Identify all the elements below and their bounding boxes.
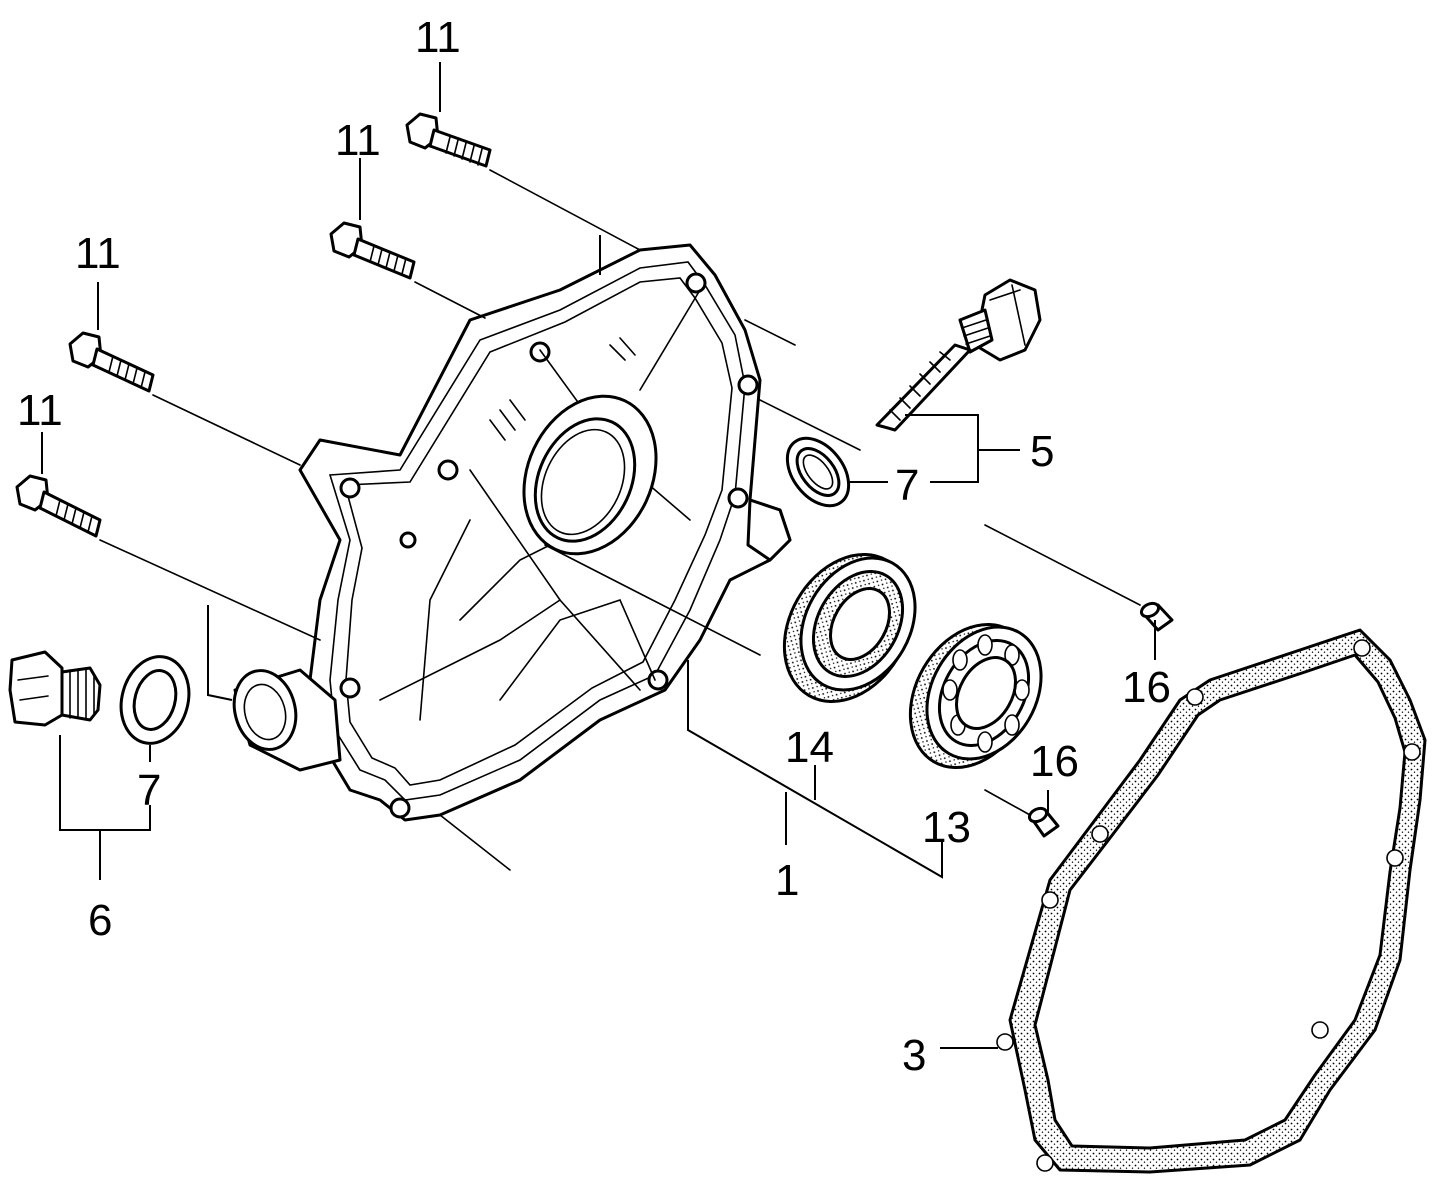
callout-3: 3: [902, 1031, 926, 1080]
callout-labels: 11 11 11 11 5 7 16 14 16 13 1 7 6 3: [17, 13, 1171, 1080]
oil-seal: [782, 552, 917, 704]
flange-bolt: [405, 112, 492, 168]
flange-bolt: [68, 331, 155, 393]
oil-dipstick: [875, 278, 1042, 432]
callout-16: 16: [1030, 737, 1079, 786]
dowel-pin: [1139, 601, 1174, 632]
flange-bolts: [15, 112, 492, 538]
callout-14: 14: [785, 723, 834, 772]
crankcase-cover: [232, 243, 792, 822]
callout-11: 11: [75, 229, 121, 278]
callout-1: 1: [775, 856, 799, 905]
cover-gasket: [996, 628, 1427, 1174]
callout-7: 7: [895, 461, 919, 510]
ball-bearing: [908, 622, 1043, 770]
callout-13: 13: [922, 803, 971, 852]
o-ring-filler: [785, 436, 851, 508]
flange-bolt: [329, 221, 416, 280]
callout-11: 11: [335, 116, 381, 165]
dowel-pin: [1027, 806, 1060, 838]
callout-7: 7: [137, 766, 161, 815]
callout-6: 6: [88, 896, 112, 945]
callout-11: 11: [17, 386, 63, 435]
leader-lines: [41, 62, 1156, 1049]
callout-11: 11: [415, 13, 461, 62]
callout-5: 5: [1030, 427, 1054, 476]
drain-plug: [8, 650, 102, 727]
drain-washer: [119, 655, 191, 745]
callout-16: 16: [1122, 663, 1171, 712]
flange-bolt: [15, 474, 102, 538]
dowel-pins: [1027, 601, 1174, 838]
